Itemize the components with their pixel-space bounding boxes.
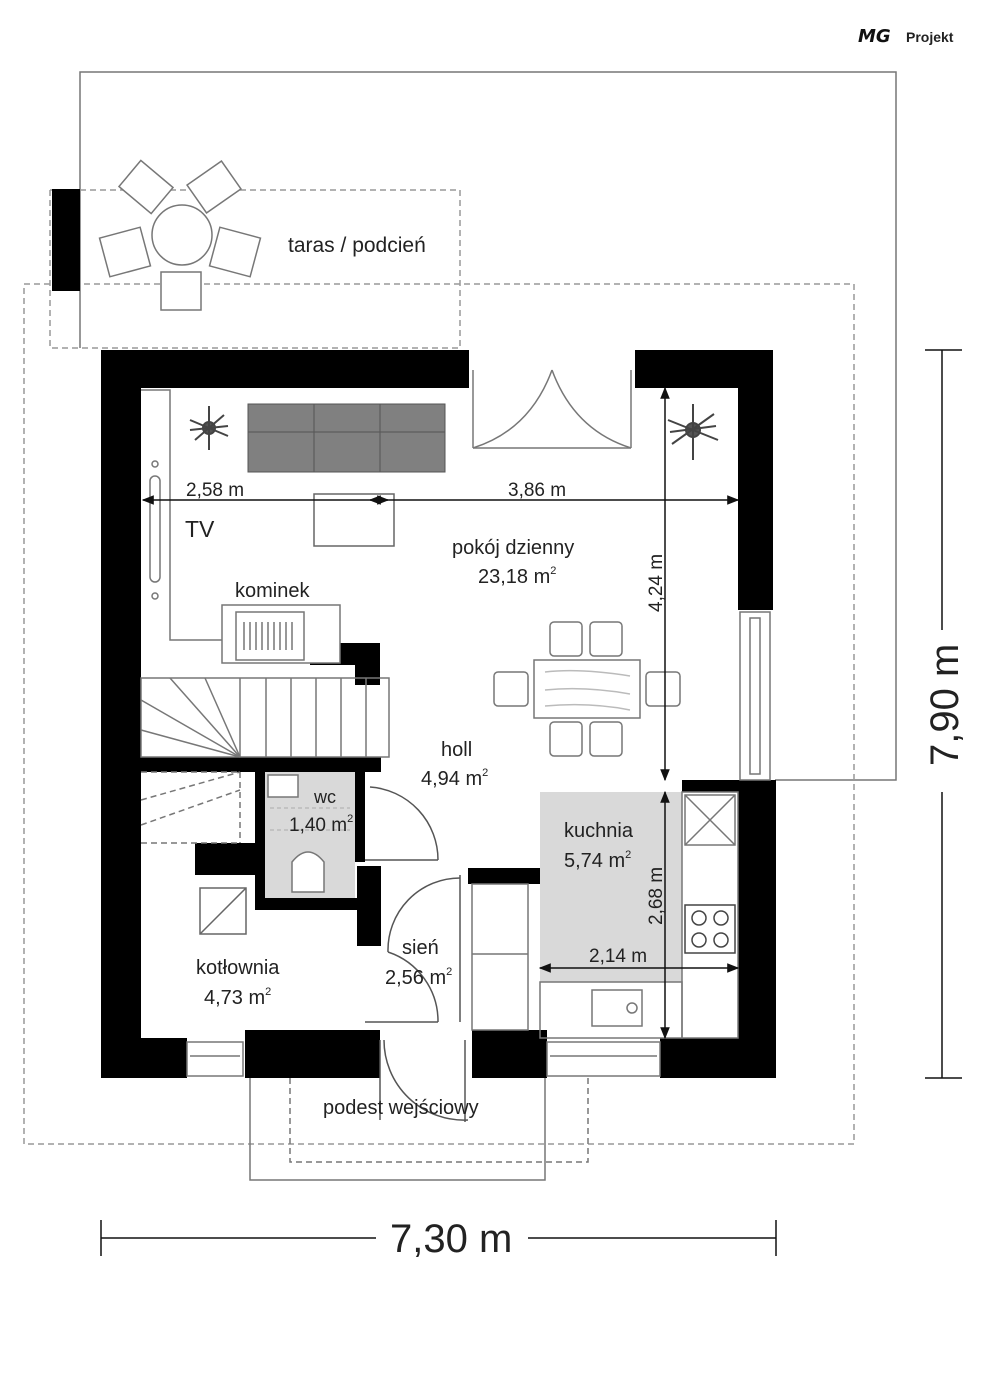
room-area-kotlownia: 4,73 m2 xyxy=(204,986,271,1009)
room-label-holl: holl xyxy=(441,739,472,761)
dim-label-total-depth: 7,90 m xyxy=(923,644,967,766)
dim-label-258: 2,58 m xyxy=(186,480,244,501)
tv-label: TV xyxy=(185,516,215,542)
room-area-holl: 4,94 m2 xyxy=(421,767,488,790)
dim-label-424: 4,24 m xyxy=(646,554,667,612)
front-window xyxy=(186,1041,661,1077)
fireplace xyxy=(221,604,341,664)
fireplace-label: kominek xyxy=(235,580,310,602)
room-label-pokoj: pokój dzienny xyxy=(452,537,574,559)
room-label-kotlownia: kotłownia xyxy=(196,957,280,979)
room-label-podest: podest wejściowy xyxy=(323,1097,479,1119)
boiler-icon xyxy=(199,887,247,935)
terrace-table-set xyxy=(98,159,262,311)
room-label-wc: wc xyxy=(313,787,336,807)
roof-outline-dashed xyxy=(23,189,855,1145)
dim-label-386: 3,86 m xyxy=(508,480,566,501)
dim-label-268: 2,68 m xyxy=(646,867,667,925)
coffee-table xyxy=(313,493,395,547)
brand-logo: MG Projekt xyxy=(858,26,954,47)
dining-set xyxy=(493,621,681,757)
terrace-pillar xyxy=(52,189,80,291)
staircase xyxy=(140,677,390,844)
dim-label-214: 2,14 m xyxy=(589,946,647,967)
kitchen-floor xyxy=(540,792,682,982)
room-area-pokoj: 23,18 m2 xyxy=(478,565,556,588)
walls xyxy=(101,350,776,1078)
interior-doors xyxy=(365,786,469,1122)
overall-dimensions xyxy=(100,349,962,1256)
logo-text: Projekt xyxy=(906,29,954,45)
dim-label-total-width: 7,30 m xyxy=(390,1217,512,1261)
plant-icon xyxy=(189,406,229,450)
room-area-kuchnia: 5,74 m2 xyxy=(564,849,631,872)
logo-mark: MG xyxy=(858,26,891,47)
room-area-sien: 2,56 m2 xyxy=(385,966,452,989)
room-label-kuchnia: kuchnia xyxy=(564,820,634,842)
entrance-platform xyxy=(249,1078,589,1181)
room-label-taras: taras / podcień xyxy=(288,234,426,257)
dimension-lines xyxy=(141,386,740,1040)
wardrobe xyxy=(471,883,529,1031)
side-window xyxy=(739,611,771,781)
wc-fixtures xyxy=(267,774,350,893)
sofa xyxy=(247,403,446,473)
room-area-wc: 1,40 m2 xyxy=(289,813,353,836)
terrace-door[interactable] xyxy=(472,369,632,449)
room-label-sien: sień xyxy=(402,937,439,959)
plant-icon xyxy=(667,404,719,460)
stove-icon xyxy=(684,904,736,954)
